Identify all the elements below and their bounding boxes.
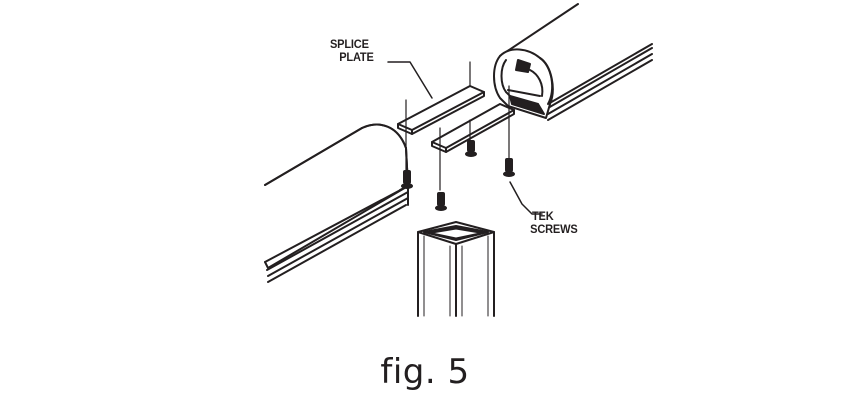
- splice-plate-label-line2: PLATE: [339, 50, 374, 64]
- tek-screws: [401, 140, 515, 211]
- tek-screw-top: [465, 140, 477, 157]
- splice-plate-upper: [397, 85, 485, 135]
- left-handrail: [264, 123, 409, 283]
- splice-plate-lower: [431, 103, 515, 153]
- tek-screws-label-line2: SCREWS: [530, 222, 578, 236]
- splice-plate-label: SPLICE PLATE: [330, 38, 374, 64]
- right-handrail: [493, 3, 653, 121]
- screw-guides: [405, 61, 510, 191]
- tek-screws-label-line1: TEK: [532, 209, 554, 223]
- tek-screws-leader: [509, 181, 543, 215]
- post: [417, 221, 495, 317]
- tek-screws-label: TEK SCREWS: [530, 209, 578, 236]
- tek-screw-left: [401, 170, 413, 189]
- figure-caption: fig. 5: [380, 352, 470, 392]
- splice-plate-leader: [387, 61, 433, 99]
- tek-screw-right: [503, 158, 515, 177]
- splice-plate-label-line1: SPLICE: [330, 37, 369, 51]
- tek-screw-center: [435, 192, 447, 211]
